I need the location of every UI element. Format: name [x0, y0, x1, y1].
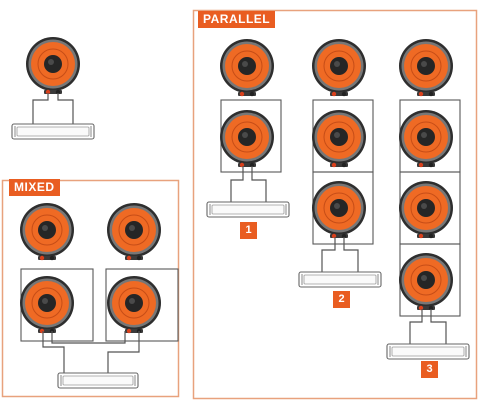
- speaker-wire: [51, 331, 126, 344]
- single-amplifier-icon: [11, 123, 95, 140]
- parallel-3-amplifier-icon: [386, 343, 470, 360]
- parallel-3-speaker-1-icon: [399, 39, 453, 97]
- mixed-speaker-top-right-icon: [107, 203, 161, 261]
- speaker-wire: [230, 166, 244, 202]
- parallel-2-speaker-3-icon: [312, 181, 366, 239]
- parallel-1-speaker-2-icon: [220, 110, 274, 168]
- parallel-config-2-number: 2: [333, 291, 350, 308]
- parallel-2-speaker-2-icon: [312, 110, 366, 168]
- speaker-wire: [321, 237, 336, 272]
- mixed-speaker-bottom-left-icon: [20, 276, 74, 334]
- speaker-wire: [57, 93, 74, 124]
- parallel-1-amplifier-icon: [206, 201, 290, 218]
- parallel-3-speaker-4-icon: [399, 253, 453, 311]
- mixed-speaker-bottom-right-icon: [107, 276, 161, 334]
- speaker-wire: [42, 331, 65, 373]
- mixed-speaker-top-left-icon: [20, 203, 74, 261]
- parallel-config-3-number: 3: [421, 361, 438, 378]
- parallel-3-speaker-2-icon: [399, 110, 453, 168]
- parallel-config-1-number: 1: [240, 222, 257, 239]
- mixed-section-label: MIXED: [9, 179, 60, 196]
- parallel-section-label: PARALLEL: [198, 11, 276, 28]
- parallel-section-frame: [192, 9, 478, 400]
- parallel-3-speaker-3-icon: [399, 181, 453, 239]
- speaker-wire: [409, 309, 423, 344]
- speaker-wire: [251, 166, 267, 202]
- speaker-wire: [430, 309, 447, 344]
- speaker-wire: [343, 237, 359, 272]
- mixed-amplifier-icon: [57, 372, 139, 389]
- parallel-1-speaker-1-icon: [220, 39, 274, 97]
- parallel-2-amplifier-icon: [298, 271, 382, 288]
- mixed-right-enclosure-frame: [105, 268, 179, 342]
- speaker-wire: [32, 93, 49, 124]
- speaker-wire: [107, 331, 140, 373]
- single-speaker-icon: [26, 37, 80, 95]
- parallel-2-speaker-1-icon: [312, 39, 366, 97]
